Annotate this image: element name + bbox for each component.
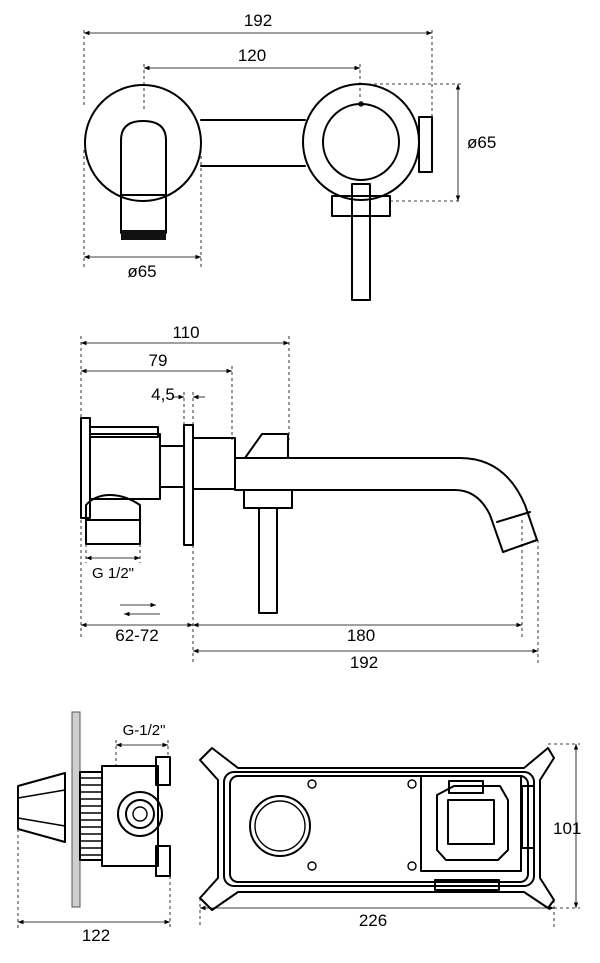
dim-box-122: 122 xyxy=(82,926,110,945)
dim-side-79: 79 xyxy=(149,351,168,370)
spout-top xyxy=(120,120,167,196)
top-view: 192 120 ø65 ø65 xyxy=(83,11,496,301)
wall-board xyxy=(71,711,81,908)
dim-side-180: 180 xyxy=(347,626,375,645)
side-view: 110 79 4,5 G 1/2" xyxy=(80,323,539,672)
dim-top-192: 192 xyxy=(244,11,272,30)
dim-side-4-5: 4,5 xyxy=(151,385,175,404)
dim-side-thread: G 1/2" xyxy=(92,565,134,582)
box-side-view: G-1/2" 122 xyxy=(17,711,171,945)
spout-side xyxy=(234,457,538,553)
dim-box-101: 101 xyxy=(553,819,581,838)
wall-plate xyxy=(183,424,194,546)
box-outlet-circle xyxy=(249,795,311,857)
dim-top-120: 120 xyxy=(238,46,266,65)
dim-top-spout-dia: ø65 xyxy=(127,262,156,281)
spout-rosette xyxy=(84,84,202,202)
dim-box-226: 226 xyxy=(359,911,387,930)
dim-top-lever-dia: ø65 xyxy=(467,133,496,152)
dim-box-thread: G-1/2" xyxy=(123,722,166,739)
dim-side-110: 110 xyxy=(172,323,199,342)
box-front-view: 101 226 xyxy=(199,743,581,930)
lever-handle xyxy=(351,183,371,301)
dim-side-192: 192 xyxy=(350,653,378,672)
lever-side xyxy=(258,507,278,614)
thread-lines xyxy=(80,777,102,856)
dim-side-62-72: 62-72 xyxy=(115,626,158,645)
